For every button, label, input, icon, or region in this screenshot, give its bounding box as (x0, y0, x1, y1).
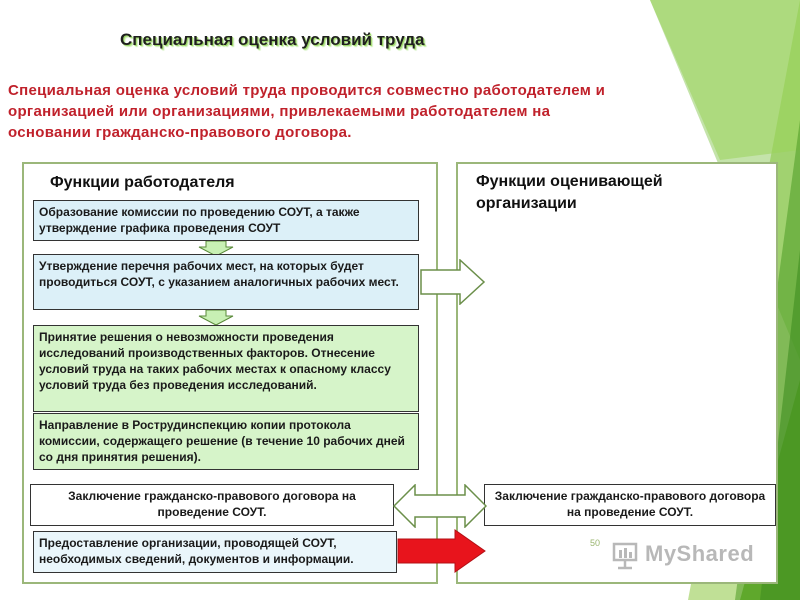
assessor-box-contract: Заключение гражданско-правового договора… (484, 484, 776, 526)
employer-panel-heading: Функции работодателя (50, 174, 235, 191)
down-arrow-icon (198, 310, 234, 326)
presentation-logo-icon (612, 542, 638, 570)
employer-box-impossibility-decision: Принятие решения о невозможности проведе… (33, 325, 419, 412)
right-arrow-icon (420, 259, 486, 305)
slide-title: Специальная оценка условий труда (120, 30, 425, 49)
down-arrow-icon (198, 241, 234, 257)
page-number: 50 (590, 538, 601, 548)
double-arrow-icon (393, 484, 487, 528)
red-right-arrow-icon (397, 529, 486, 573)
employer-box-rostrud-notice: Направление в Рострудинспекцию копии про… (33, 413, 419, 470)
employer-box-contract: Заключение гражданско-правового договора… (30, 484, 394, 526)
employer-box-provide-info: Предоставление организации, проводящей С… (33, 531, 397, 573)
watermark: MyShared (645, 541, 755, 566)
employer-box-workplaces: Утверждение перечня рабочих мест, на кот… (33, 254, 419, 310)
employer-box-commission: Образование комиссии по проведению СОУТ,… (33, 200, 419, 241)
intro-text: Специальная оценка условий труда проводи… (8, 82, 606, 141)
assessor-panel-heading: Функции оценивающей организации (476, 173, 663, 212)
